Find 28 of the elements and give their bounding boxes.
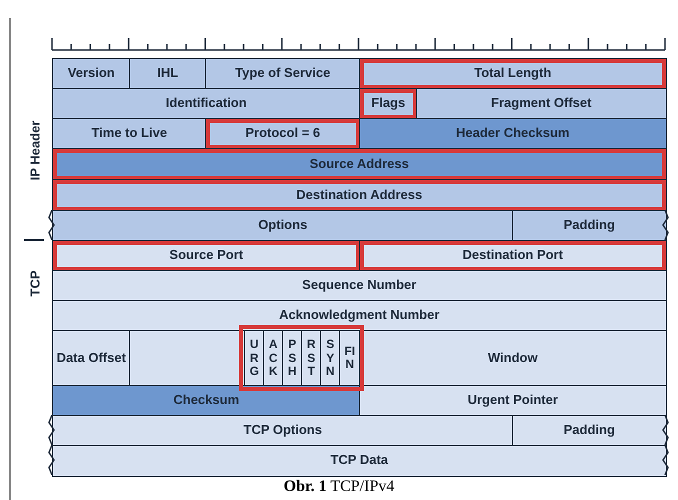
header-field: IHL [129,58,206,90]
header-field: Urgent Pointer [359,385,666,416]
header-field: Source Port [52,240,360,272]
header-field: Protocol = 6 [205,118,360,150]
header-field: Version [52,58,130,90]
header-field: Padding [512,415,666,446]
header-field: Options [52,210,514,242]
header-field: Sequence Number [52,270,666,302]
header-field: Source Address [52,148,666,180]
header-field: Destination Port [359,240,666,272]
header-field: Identification [52,88,360,120]
header-field: Acknowledgment Number [52,300,666,332]
header-field: TCP Data [52,445,666,476]
header-field: Total Length [359,58,666,90]
header-field: TCP Options [52,415,514,446]
header-field: Flags [359,88,418,120]
header-field: Window [359,330,666,386]
header-field: Time to Live [52,118,206,150]
figure-caption: Obr. 1 TCP/IPv4 [282,478,396,496]
reserved-field [129,330,246,386]
header-field: Header Checksum [359,118,666,150]
header-field: Padding [512,210,666,242]
header-field: Data Offset [52,330,130,386]
header-field: Fragment Offset [416,88,666,120]
header-field: Destination Address [52,179,666,212]
section-label: TCP [28,270,42,296]
header-field: Type of Service [205,58,360,90]
section-label: IP Header [27,120,42,180]
